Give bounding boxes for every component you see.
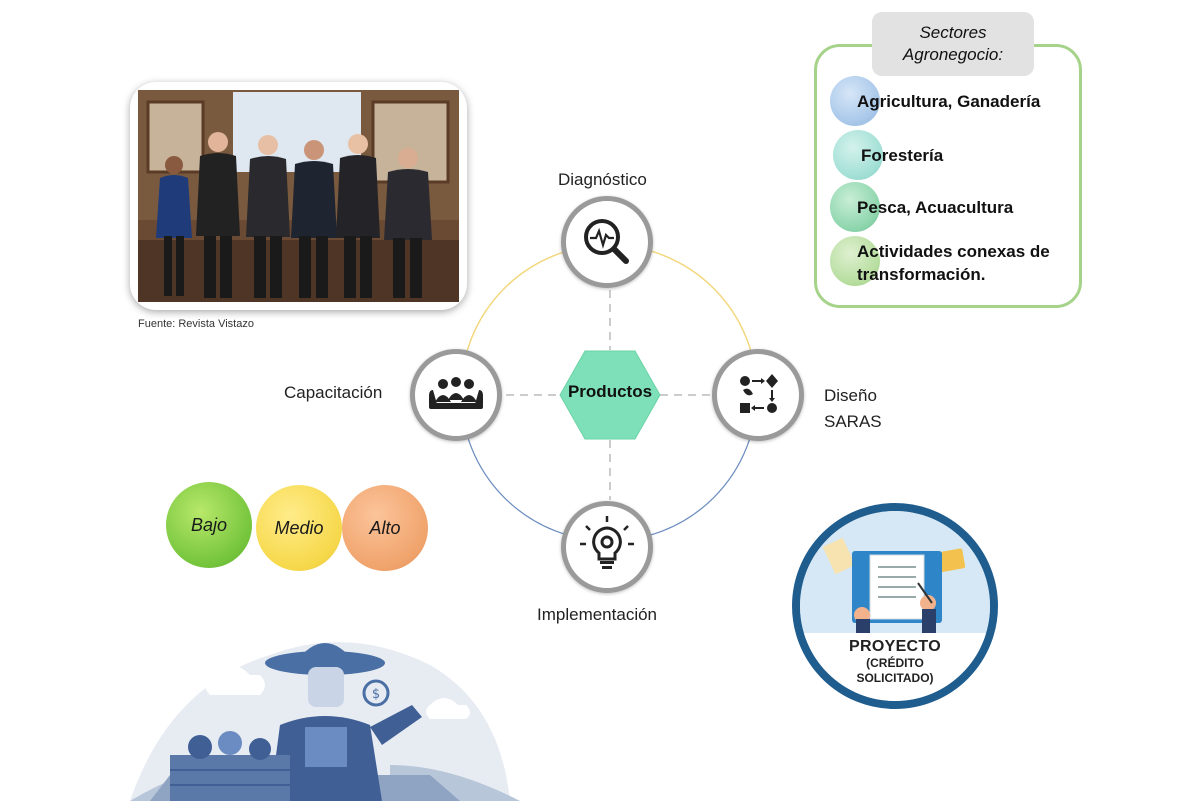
risk-bajo: Bajo (166, 482, 252, 568)
svg-text:$: $ (372, 687, 380, 702)
sector-ball-actividades (830, 236, 880, 286)
project-subtitle-line2: SOLICITADO) (856, 671, 934, 685)
sector-ball-agricultura (830, 76, 880, 126)
project-badge (792, 503, 998, 709)
node-capacitacion-label: Capacitación (284, 383, 383, 402)
project-subtitle-line1: (CRÉDITO (866, 656, 924, 670)
node-implementacion-label: Implementación (537, 605, 658, 624)
magnifier-pulse-icon (584, 219, 629, 264)
credit-application-icon (800, 511, 990, 701)
node-capacitacion (410, 349, 502, 441)
node-diseno-label-line1: Diseño (824, 386, 877, 405)
lightbulb-gear-icon (580, 516, 634, 569)
project-title: PROYECTO (849, 638, 941, 655)
sectores-title-line1: Sectores (919, 23, 987, 42)
risk-alto: Alto (342, 485, 428, 571)
productos-hexagon (559, 350, 661, 440)
node-diseno-label-line2: SARAS (824, 412, 882, 431)
node-diagnostico-label: Diagnóstico (558, 170, 647, 189)
team-meeting-icon (429, 377, 483, 409)
process-flow-icon (740, 374, 778, 413)
sectores-title: Sectores Agronegocio: (872, 12, 1034, 76)
event-photo (130, 82, 467, 310)
sector-item-actividades-line2: transformación. (857, 265, 986, 284)
node-diseno-saras-label: Diseño SARAS (824, 383, 882, 435)
sector-item-actividades: Actividades conexas de transformación. (857, 240, 1050, 286)
productos-label: Productos (567, 382, 653, 401)
risk-medio: Medio (256, 485, 342, 571)
sector-ball-pesca (830, 182, 880, 232)
node-diseno-saras (712, 349, 804, 441)
photo-caption: Fuente: Revista Vistazo (138, 318, 254, 330)
sector-ball-foresteria (833, 130, 883, 180)
sector-item-actividades-line1: Actividades conexas de (857, 242, 1050, 261)
node-implementacion (561, 501, 653, 593)
node-diagnostico (561, 196, 653, 288)
farmer-illustration: $ (130, 642, 520, 801)
sector-item-agricultura: Agricultura, Ganadería (857, 92, 1041, 111)
sectores-title-line2: Agronegocio: (902, 45, 1004, 64)
sector-item-foresteria: Forestería (861, 146, 944, 165)
sector-item-pesca: Pesca, Acuacultura (857, 198, 1014, 217)
project-text: PROYECTO (CRÉDITO SOLICITADO) (792, 638, 998, 686)
